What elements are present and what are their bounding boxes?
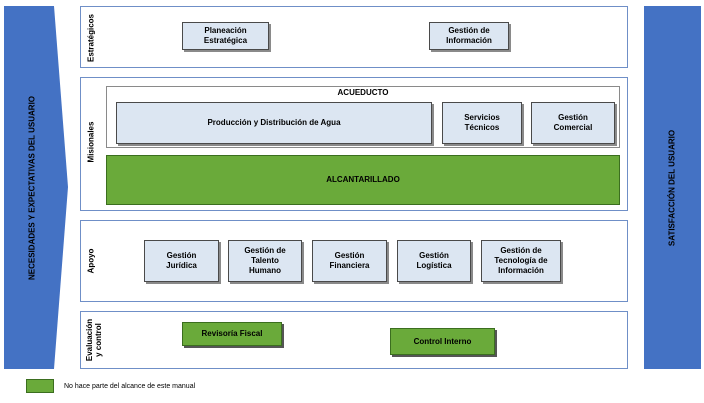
legend-swatch xyxy=(26,379,54,393)
box-control-interno: Control Interno xyxy=(390,328,495,355)
section-estrategicos xyxy=(80,6,628,68)
user-satisfaction-label: SATISFACCIÓN DEL USUARIO xyxy=(667,129,677,247)
section-apoyo-label: Apoyo xyxy=(86,248,96,274)
box-alcantarillado: ALCANTARILLADO xyxy=(106,155,620,205)
section-misionales-label: Misionales xyxy=(86,121,96,163)
user-needs-arrow xyxy=(4,6,68,369)
box-revisoria-fiscal: Revisoría Fiscal xyxy=(182,322,282,346)
user-satisfaction-bar xyxy=(644,6,701,369)
box-produccion-distribucion-agua: Producción y Distribución de Agua xyxy=(116,102,432,144)
section-evaluacion-control xyxy=(80,311,628,369)
section-estrategicos-label: Estratégicos xyxy=(86,13,96,63)
legend-text: No hace parte del alcance de este manual xyxy=(64,383,196,390)
acueducto-title: ACUEDUCTO xyxy=(337,88,389,97)
user-needs-label: NECESIDADES Y EXPECTATIVAS DEL USUARIO xyxy=(27,95,37,281)
